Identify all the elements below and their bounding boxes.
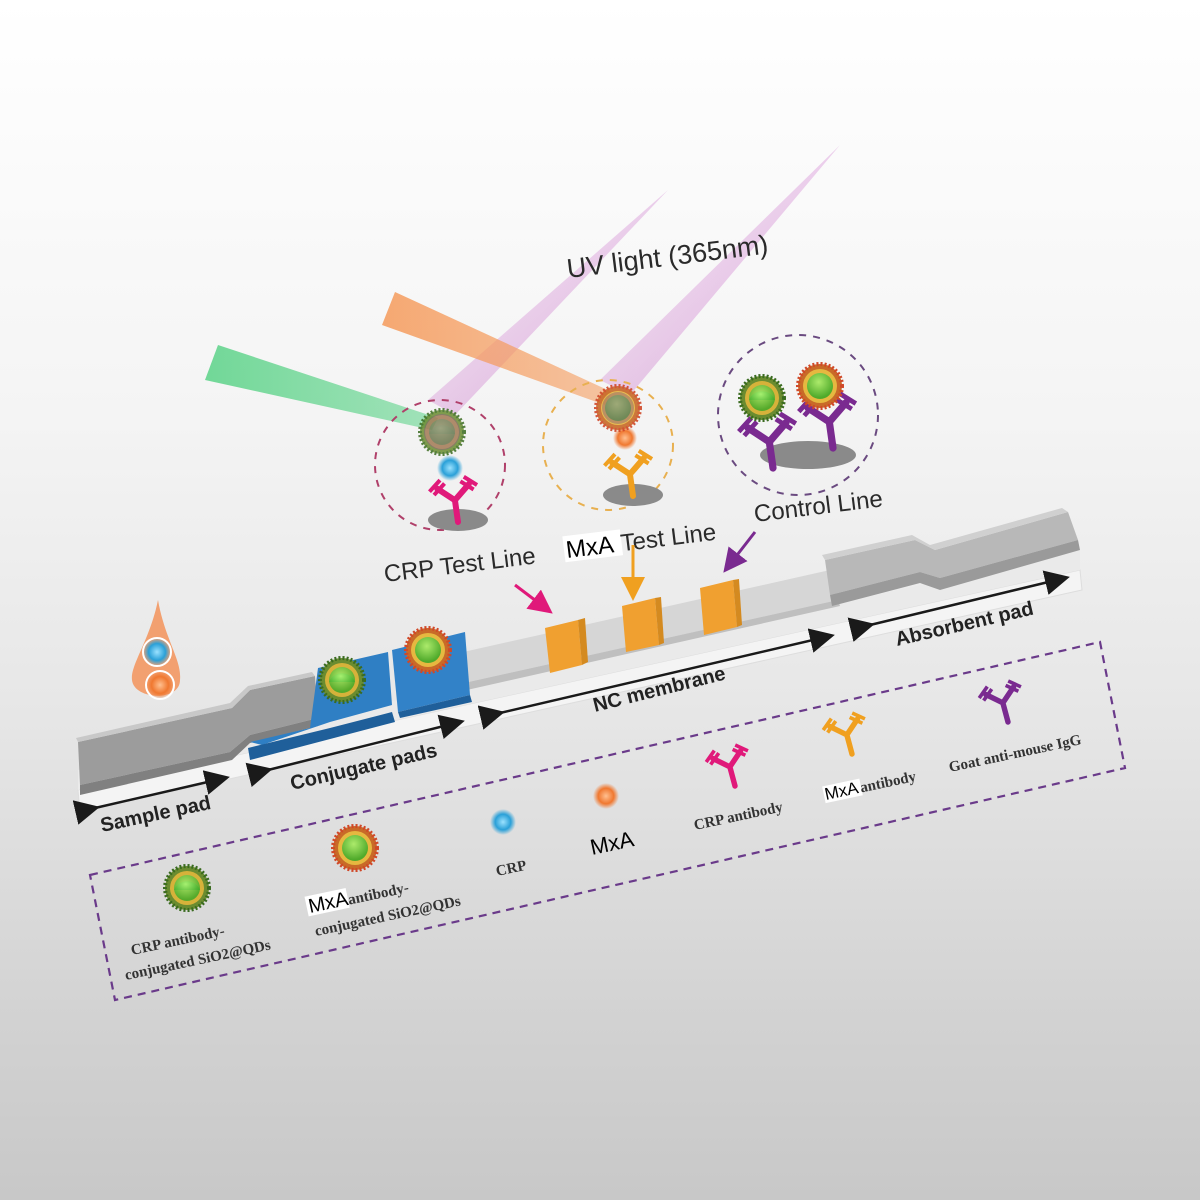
green-emission-beam — [205, 345, 438, 430]
legend-crp-label: CRP — [495, 858, 528, 880]
crp-test-line — [545, 618, 588, 673]
control-pointer-arrow — [723, 531, 757, 573]
crp-pointer-arrow — [514, 583, 553, 614]
mxa-label-bg — [304, 888, 350, 917]
orange-emission-beam — [382, 292, 612, 405]
legend-crp: CRP — [490, 809, 528, 880]
goat-igg-icon — [977, 678, 1029, 727]
legend-mxa-antibody-prefix: MxA — [823, 778, 861, 804]
mxa-test-line-prefix: MxA — [564, 531, 615, 564]
mxa-conjugate-qd-icon — [331, 824, 379, 872]
mxa-conjugate-on-pad-icon — [404, 626, 452, 674]
crp-conjugate-qd-icon — [418, 408, 466, 456]
legend-crp-antibody-label: CRP antibody — [693, 799, 785, 834]
crp-conjugate-on-pad-icon — [318, 656, 366, 704]
mxa-test-line — [622, 597, 664, 652]
control-test-line — [700, 579, 742, 635]
legend-crp-conjugate: CRP antibody- conjugated SiO2@QDs — [124, 864, 272, 984]
crp-antigen-icon — [437, 455, 463, 481]
crp-antibody-icon — [704, 742, 756, 791]
crp-antigen-icon — [490, 809, 516, 835]
mxa-label-bg — [562, 529, 624, 563]
legend-mxa: MxA — [588, 783, 637, 860]
legend-mxa-label: MxA — [588, 826, 637, 860]
legend-mxa-conjugate-prefix: MxA — [306, 888, 350, 918]
legend-mxa-conjugate-line1: antibody- — [347, 880, 411, 908]
sample-pad-arrow — [72, 770, 230, 825]
absorbent-pad-arrow — [847, 570, 1070, 642]
crp-conjugate-qd-icon — [738, 374, 786, 422]
legend-goat-igg-label: Goat anti-mouse IgG — [948, 732, 1084, 776]
mxa-test-line-inset — [542, 379, 674, 511]
uv-beam-right — [600, 145, 840, 395]
mxa-antigen-icon — [613, 426, 637, 450]
mxa-antibody-icon — [821, 710, 873, 759]
strip-backing — [77, 569, 1083, 813]
legend-mxa-antibody-label: antibody — [859, 769, 918, 797]
mxa-label-bg — [822, 778, 863, 804]
conjugate-pads-arrow — [245, 714, 465, 787]
mxa-antigen-icon — [593, 783, 619, 809]
sample-droplet-icon — [131, 600, 181, 700]
crp-conjugate-qd-icon — [163, 864, 211, 912]
legend-mxa-conjugate: MxA antibody- conjugated SiO2@QDs — [304, 824, 462, 940]
crp-test-line-inset — [374, 399, 506, 531]
nc-membrane-arrow — [477, 628, 835, 730]
uv-light-label: UV light (365nm) — [565, 229, 770, 283]
mxa-conjugate-qd-icon — [796, 362, 844, 410]
legend-mxa-antibody: MxA antibody — [821, 710, 918, 804]
control-line-inset — [717, 334, 879, 496]
legend-crp-antibody: CRP antibody — [693, 742, 785, 834]
legend-goat-igg: Goat anti-mouse IgG — [948, 678, 1084, 776]
crp-test-line-label: CRP Test Line — [382, 543, 537, 588]
mxa-conjugate-qd-icon — [594, 384, 642, 432]
